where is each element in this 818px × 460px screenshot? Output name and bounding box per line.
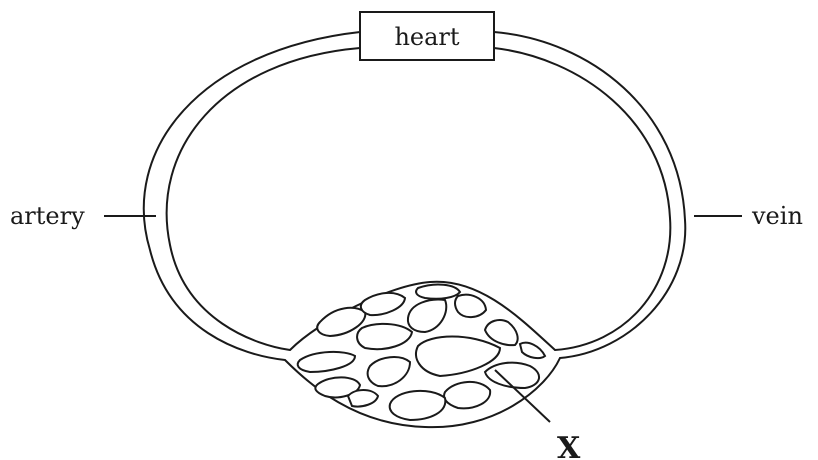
capillary-cell [390,391,446,420]
capillary-cell [348,390,378,407]
artery-label: artery [10,202,85,230]
heart-label: heart [394,23,459,51]
capillary-cell [416,285,460,299]
capillary-cell [485,363,539,388]
capillary-cell [455,295,486,317]
capillary-cell [485,320,518,345]
capillary-cell [298,352,355,372]
vessel-outer-wall [144,32,686,427]
capillary-cell [408,300,446,332]
x-label: X [557,431,581,460]
capillary-cell [368,357,410,386]
capillary-cell [444,382,490,408]
vein-label: vein [751,202,803,230]
capillary-cell [520,343,545,358]
capillary-cell [357,324,412,349]
capillary-cell [361,293,405,315]
